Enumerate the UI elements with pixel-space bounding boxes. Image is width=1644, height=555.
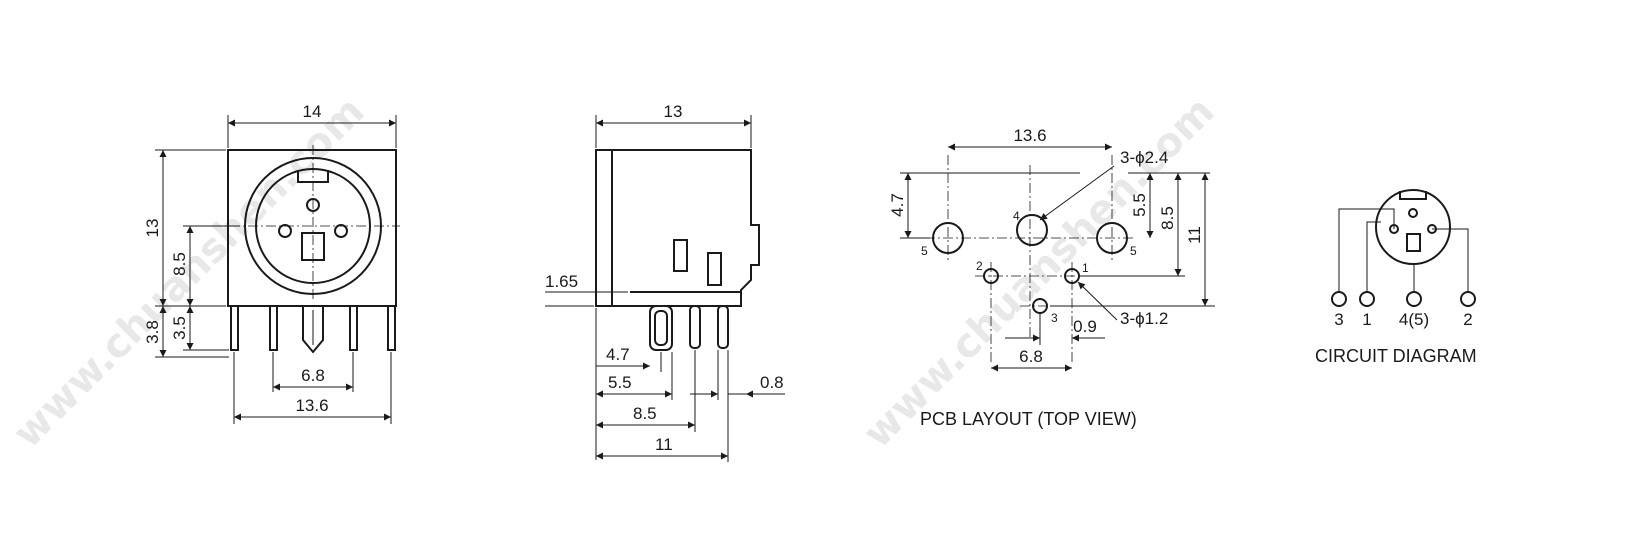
pcb-pin-label: 4 (1013, 209, 1020, 223)
circuit-diagram-caption: CIRCUIT DIAGRAM (1315, 346, 1477, 366)
pcb-pin-label: 3 (1051, 311, 1058, 325)
circuit-label-2: 2 (1463, 310, 1472, 329)
dim-pcb-pitch: 6.8 (1019, 347, 1043, 366)
circuit-terminal-3 (1331, 291, 1347, 307)
pcb-pin-label: 5 (921, 244, 928, 258)
dim-pcb-offset-85: 8.5 (1158, 206, 1177, 230)
dim-pcb-span: 13.6 (1013, 126, 1046, 145)
dim-side-pin-b: 5.5 (608, 373, 632, 392)
dim-pcb-large-holes: 3-ϕ2.4 (1120, 148, 1168, 167)
dim-pcb-offset-11: 11 (1185, 226, 1204, 244)
dim-side-pin-c: 8.5 (633, 404, 657, 423)
dim-front-pin-outer: 3.8 (143, 320, 162, 344)
circuit-terminal-4-5 (1406, 291, 1422, 307)
dim-side-depth-total: 11 (655, 435, 673, 454)
dim-pcb-offset-mid: 5.5 (1130, 193, 1149, 217)
dim-pcb-offset-top: 4.7 (888, 193, 907, 217)
pcb-layout-caption: PCB LAYOUT (TOP VIEW) (920, 409, 1137, 429)
dim-front-width-top: 14 (303, 102, 322, 121)
dim-front-pin-inner: 3.5 (170, 316, 189, 340)
dim-pcb-gap: 0.9 (1073, 317, 1097, 336)
dim-front-height: 13 (143, 219, 162, 238)
dim-side-shoulder: 1.65 (545, 272, 578, 291)
pcb-pin-label: 5 (1130, 244, 1137, 258)
dim-pcb-small-holes: 3-ϕ1.2 (1120, 309, 1168, 328)
dim-side-depth-top: 13 (664, 102, 683, 121)
side-view: 13 1.65 4.7 5.5 8.5 11 0.8 (545, 102, 785, 462)
circuit-terminal-2 (1460, 291, 1476, 307)
circuit-label-1: 1 (1362, 310, 1371, 329)
dim-front-center-height: 8.5 (170, 252, 189, 276)
dim-side-pin-width: 0.8 (760, 373, 784, 392)
circuit-label-4-5: 4(5) (1399, 310, 1429, 329)
pcb-layout: 13.6 3-ϕ2.4 3-ϕ1.2 4.7 5.5 8.5 11 0.9 6.… (888, 126, 1215, 429)
dim-side-pin-a: 4.7 (606, 345, 630, 364)
circuit-terminal-1 (1359, 291, 1375, 307)
circuit-diagram: 3 1 4(5) 2 CIRCUIT DIAGRAM (1315, 189, 1477, 366)
dim-front-width-bottom: 13.6 (295, 396, 328, 415)
front-view: 14 13 8.5 3.8 3.5 6.8 13.6 (143, 102, 400, 424)
pcb-pin-label: 1 (1082, 261, 1089, 275)
pcb-hole-4 (1016, 214, 1048, 246)
pcb-pin-label: 2 (976, 259, 983, 273)
dim-front-pin-spacing: 6.8 (301, 366, 325, 385)
circuit-label-3: 3 (1334, 310, 1343, 329)
